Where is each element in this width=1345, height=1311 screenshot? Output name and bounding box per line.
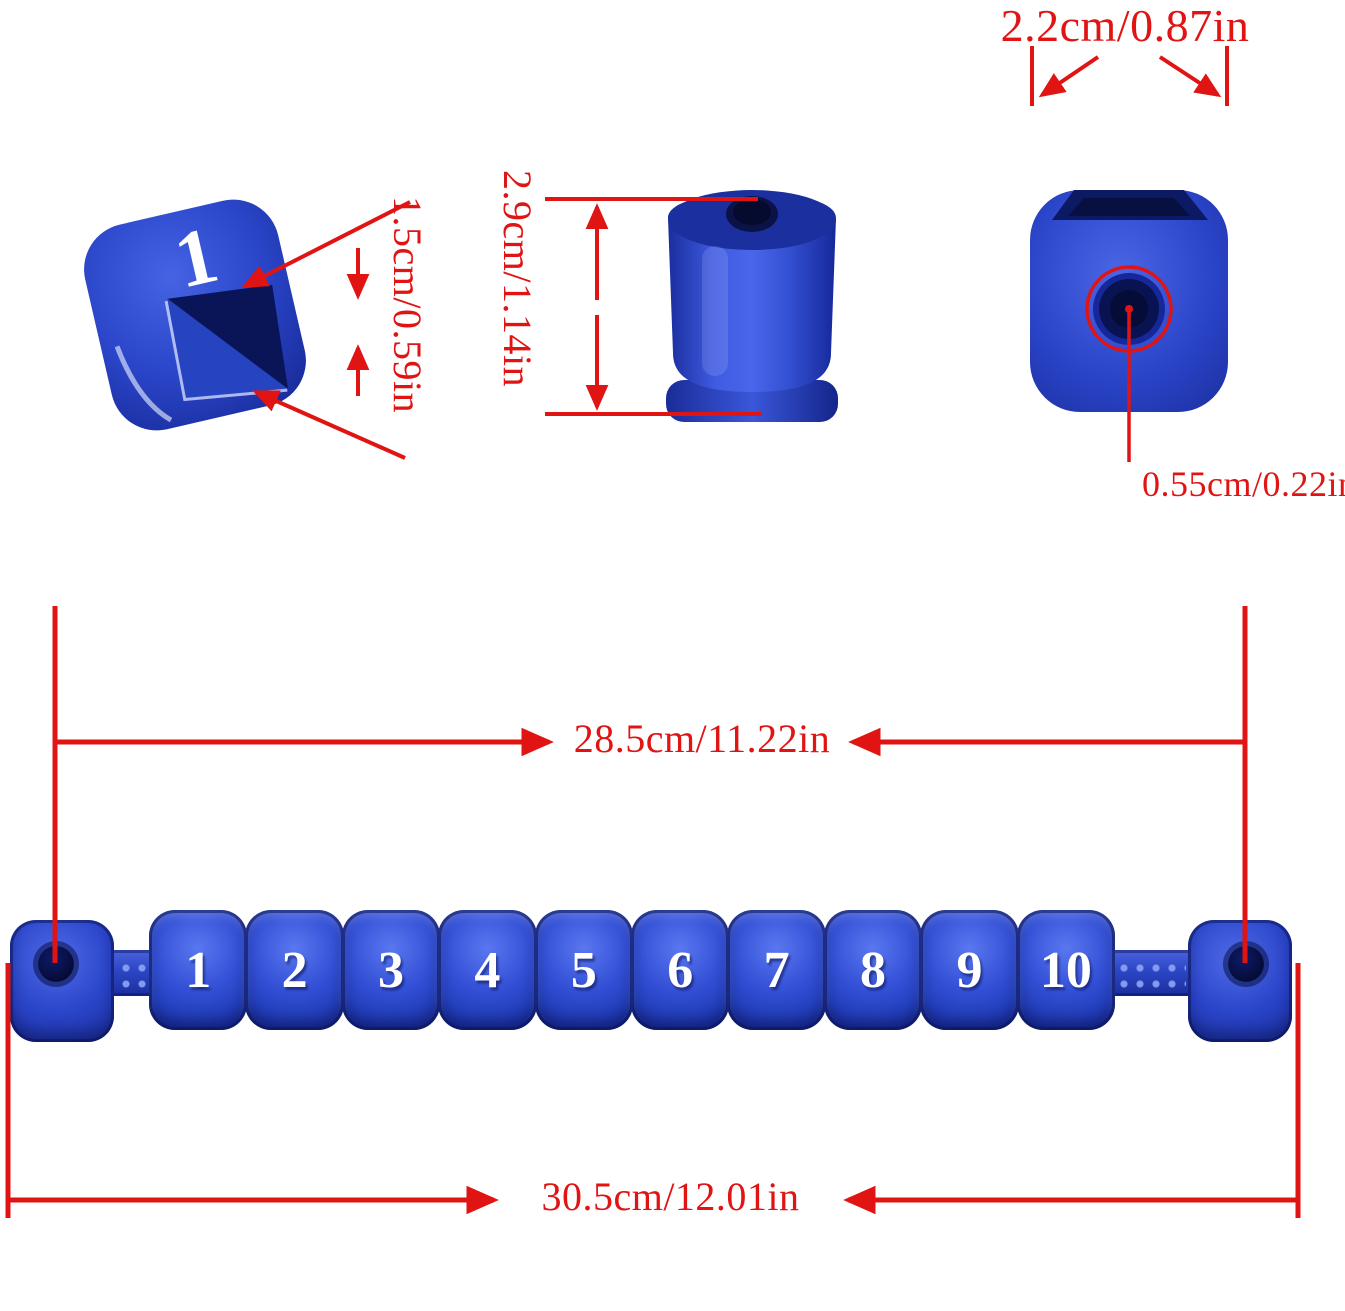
sample-cube-with-hole: [1030, 190, 1228, 412]
bead-3: 3: [341, 910, 441, 1030]
rod-right-cap-hole: [1228, 946, 1264, 982]
bead-5: 5: [534, 910, 634, 1030]
bead-top-hole-inner: [733, 199, 771, 225]
bead-number: 9: [956, 941, 983, 999]
bead-sheen: [702, 246, 728, 376]
cube-highlight: [114, 345, 173, 423]
bead-number: 10: [1039, 941, 1092, 999]
bead-9: 9: [920, 910, 1019, 1030]
dimension-lines-bead-width: [1030, 46, 1229, 106]
sample-number-cube: 1: [84, 199, 306, 431]
bead-base-flange: [666, 380, 838, 422]
bead-number: 3: [378, 941, 405, 999]
dimension-label-bead-height: 2.9cm/1.14in: [495, 170, 540, 388]
bead-number: 2: [281, 941, 308, 999]
sample-bead-side-view: [666, 190, 838, 422]
rod-right-cap: [1188, 920, 1292, 1042]
bead-4: 4: [438, 910, 537, 1030]
bead-number: 8: [860, 941, 887, 999]
bead-number: 7: [763, 941, 790, 999]
bead-1: 1: [149, 910, 248, 1030]
cube-front-hole-inner: [1110, 290, 1148, 328]
bead-number: 6: [667, 941, 694, 999]
bead-8: 8: [823, 910, 923, 1030]
bead-6: 6: [631, 910, 730, 1030]
bead-10: 10: [1016, 910, 1116, 1030]
dimension-label-bead-width: 2.2cm/0.87in: [1000, 0, 1250, 51]
bead-number: 1: [185, 941, 212, 999]
dimension-label-hole-diameter: 0.55cm/0.22in: [1142, 464, 1345, 504]
bead-7: 7: [727, 910, 826, 1030]
rod-texture-left: [114, 956, 152, 990]
bead-2: 2: [245, 910, 344, 1030]
cube-body: 1: [84, 199, 306, 431]
cube-recess-reflection: [167, 298, 289, 399]
bead-number: 4: [474, 941, 501, 999]
rod-left-cap-hole: [38, 946, 74, 982]
bead-number: 5: [570, 941, 597, 999]
rod-texture-right: [1112, 956, 1186, 990]
dimension-label-inner-length: 28.5cm/11.22in: [573, 716, 831, 761]
dimension-label-cube-recess: 1.5cm/0.59in: [385, 196, 430, 414]
rod-left-cap: [10, 920, 114, 1042]
cube-top-recess-inner: [1068, 198, 1190, 216]
bead-row: 1 2 3 4 5 6 7 8 9 10: [149, 908, 1116, 1032]
dimension-label-outer-length: 30.5cm/12.01in: [541, 1174, 800, 1219]
